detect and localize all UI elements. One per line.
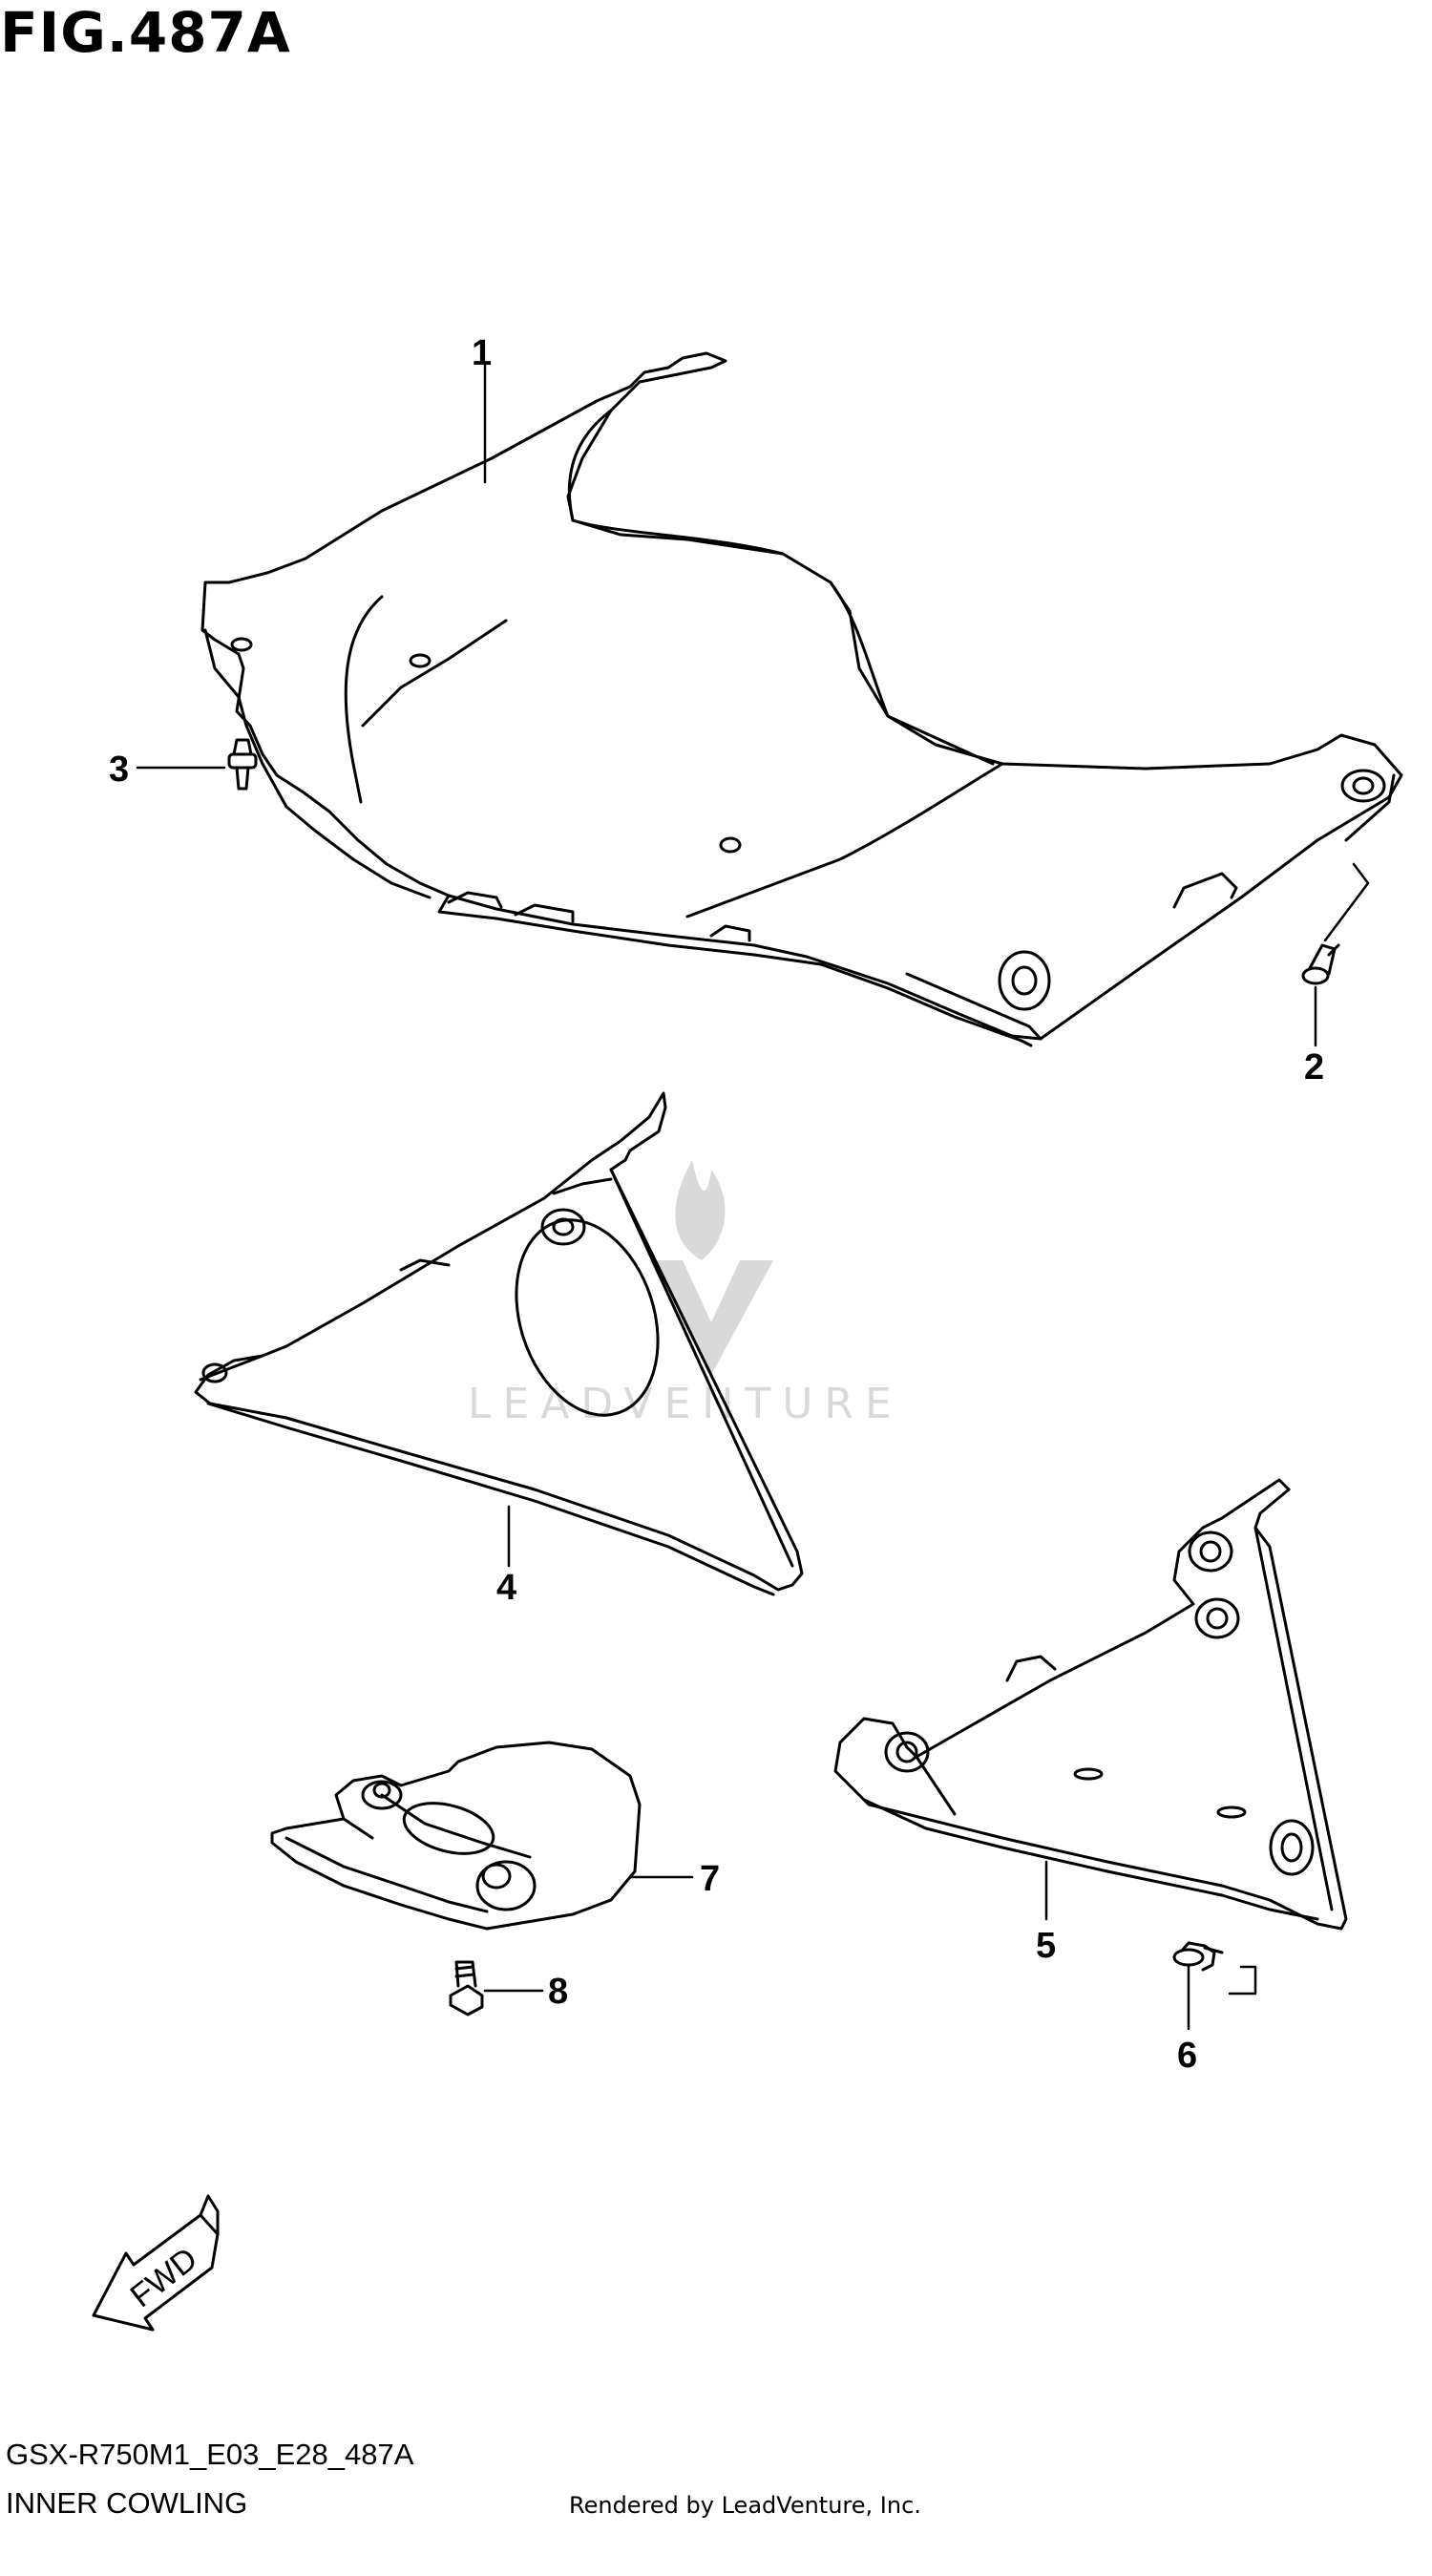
callout-2: 2 [1304,1047,1324,1087]
watermark: LEADVENTURE [468,1160,903,1428]
callout-7: 7 [700,1859,720,1899]
part-7-bracket-cover[interactable] [270,1741,642,1931]
part-3-rivet-clip[interactable] [227,738,258,791]
callout-5: 5 [1036,1926,1056,1966]
part-4-triangular-panel[interactable] [194,1091,804,1596]
part-5-side-panel[interactable] [833,1478,1348,1931]
part-6-rivet[interactable] [1172,1941,1224,1972]
section-name: INNER COWLING [6,2486,248,2520]
callout-labels: 1 2 3 4 5 6 7 8 [109,333,1324,2076]
part-1-inner-cowling-panel[interactable] [200,351,1403,1047]
callout-4: 4 [496,1568,516,1608]
callout-8: 8 [548,1972,568,2012]
fwd-arrow-icon: FWD [92,2194,220,2332]
leader-lines [136,361,1370,2031]
part-8-bolt[interactable] [449,1960,484,2016]
figure-title: FIG.487A [0,0,291,65]
watermark-text: LEADVENTURE [468,1380,903,1428]
callout-3: 3 [109,750,129,790]
render-credit: Rendered by LeadVenture, Inc. [569,2492,921,2519]
part-2-rivet[interactable] [1301,943,1340,985]
callout-1: 1 [472,333,492,373]
callout-6: 6 [1177,2036,1197,2076]
model-code: GSX-R750M1_E03_E28_487A [6,2438,414,2471]
